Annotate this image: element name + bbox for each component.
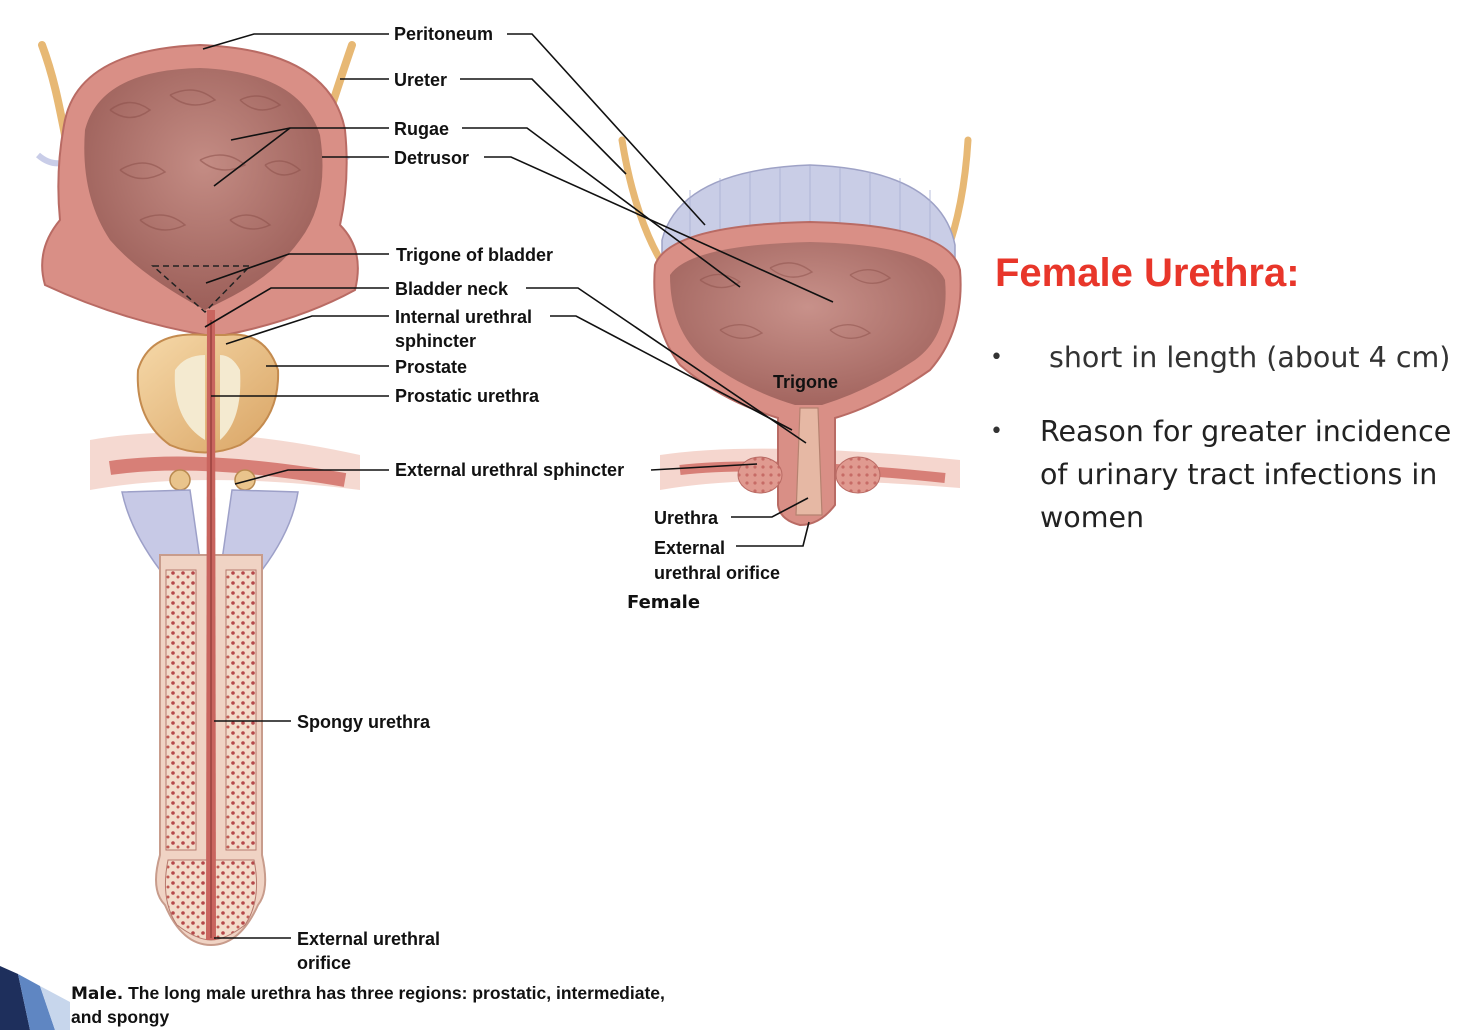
label-peritoneum: Peritoneum	[394, 24, 493, 44]
label-bladder-neck: Bladder neck	[395, 279, 509, 299]
label-urethra: Urethra	[654, 508, 719, 528]
male-bladder-diagram	[36, 41, 360, 947]
label-internal-urethral-sphincter: Internal urethral	[395, 307, 532, 327]
bullet-text: Reason for greater incidence of urinary …	[1040, 415, 1452, 534]
label-female-external: External	[654, 538, 725, 558]
label-external-urethral-sphincter: External urethral sphincter	[395, 460, 624, 480]
label-trigone: Trigone	[773, 372, 838, 392]
female-external-sphincter-right	[835, 456, 881, 494]
label-female-urethral-orifice: urethral orifice	[654, 563, 780, 583]
female-caption: Female	[627, 592, 700, 613]
label-ureter: Ureter	[394, 70, 447, 90]
label-external-urethral-orifice: External urethral	[297, 929, 440, 949]
slide-corner-decoration	[0, 966, 70, 1030]
male-caption: Male. The long male urethra has three re…	[71, 982, 671, 1029]
male-bulbourethral-gland-left	[169, 469, 191, 491]
male-caption-lead: Male.	[71, 984, 124, 1004]
female-labels: Trigone Urethra External urethral orific…	[627, 372, 838, 613]
label-trigone-of-bladder: Trigone of bladder	[396, 245, 553, 265]
slide-heading: Female Urethra:	[995, 251, 1300, 295]
male-labels: Peritoneum Ureter Rugae Detrusor Trigone…	[297, 24, 624, 973]
label-external-urethral-orifice-line2: orifice	[297, 953, 351, 973]
bullet-list: • short in length (about 4 cm) • Reason fo…	[990, 336, 1468, 539]
male-corpus-cavernosum-right	[225, 569, 257, 851]
label-prostate: Prostate	[395, 357, 467, 377]
label-prostatic-urethra: Prostatic urethra	[395, 386, 540, 406]
label-detrusor: Detrusor	[394, 148, 469, 168]
bullet-dot: •	[990, 345, 1003, 370]
female-external-sphincter-left	[737, 456, 783, 494]
bullet-item: • Reason for greater incidence of urinary…	[990, 410, 1468, 539]
leader-lines	[202, 33, 834, 939]
female-urethra	[795, 407, 823, 516]
female-bladder-diagram	[618, 136, 972, 527]
male-corpus-cavernosum-left	[165, 569, 197, 851]
bullet-item: • short in length (about 4 cm)	[990, 336, 1468, 379]
label-rugae: Rugae	[394, 119, 449, 139]
male-caption-text: The long male urethra has three regions:…	[71, 983, 665, 1027]
bullet-dot: •	[990, 419, 1003, 444]
bullet-text: short in length (about 4 cm)	[1049, 341, 1451, 374]
male-bladder-lumen	[84, 68, 323, 310]
label-internal-urethral-sphincter-line2: sphincter	[395, 331, 476, 351]
label-spongy-urethra: Spongy urethra	[297, 712, 431, 732]
